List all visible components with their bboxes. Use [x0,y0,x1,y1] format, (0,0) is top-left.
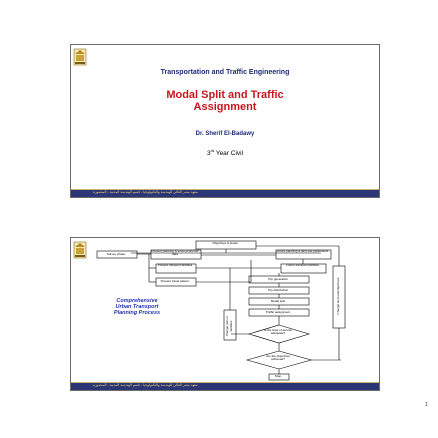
label-trip-distribution: Trip distribution [267,288,289,292]
label-trip-generation: Trip generation [267,277,289,281]
present-transport-box [155,263,197,274]
label-change-landuse: Change land use/objectives [336,277,340,315]
lecture-title-line2: Assignment [193,101,257,113]
future-transport-box [280,263,327,274]
lecture-title: Modal Split and Traffic Assignment [71,89,379,113]
year-text: Year Civil [214,150,244,158]
planning-flowchart [96,240,346,381]
lecture-title-line1: Modal Split and Traffic [166,89,284,101]
slide-footer: معهد مصر العالي للهندسة والتكنولوجيا - ق… [71,189,379,197]
process-caption: Comprehensive Urban Transport Planning P… [97,298,177,316]
flow-labels: Objectives & Goals Survey phase Present … [70,237,378,382]
institute-logo [73,48,87,66]
footer-text: معهد مصر العالي للهندسة والتكنولوجيا - ق… [93,190,198,194]
stop-box [268,373,290,381]
year-number: 3 [206,150,211,158]
year-suffix: rd [210,148,215,153]
label-future-planning: Future planning & land use parameters [276,249,329,253]
label-change-plan: Change plan or facilities [225,315,233,337]
label-traffic-assignment: Traffic assignment [265,310,291,314]
label-present-transport: Present transport facilities [157,263,193,267]
label-modal-split: Modal split [270,299,286,303]
caption-line1: Comprehensive [116,298,158,304]
institute-logo [73,241,87,259]
future-planning-box [275,249,332,260]
label-present-planning: Present planning & socio-economic data [151,249,199,257]
label-decision-objectives: Are the objectives achieved? [266,354,290,362]
caption-line2: Urban Transport [115,304,159,310]
label-objectives: Objectives & Goals [212,241,238,245]
survey-box [96,250,138,259]
present-planning-box [150,249,202,260]
slide-1[interactable]: Transportation and Traffic Engineering M… [70,44,380,198]
label-stop: Stop [274,374,282,378]
slide-2[interactable]: Comprehensive Urban Transport Planning P… [70,237,380,391]
footer-text: معهد مصر العالي للهندسة والتكنولوجيا - ق… [93,383,198,387]
label-survey: Survey phase [106,252,126,256]
course-title: Transportation and Traffic Engineering [160,69,290,76]
label-future-transport: Future transport facilities [286,263,319,267]
year-level: 3rd Year Civil [71,148,379,157]
caption-line3: Planning Process [113,310,161,316]
author: Dr. Sherif El-Badawy [195,131,255,137]
label-decision-level: Is the level of service adequate? [263,328,292,336]
page-number: 1 [425,402,428,408]
label-present-travel: Present travel pattern [160,279,190,283]
slide-footer: معهد مصر العالي للهندسة والتكنولوجيا - ق… [71,382,379,390]
